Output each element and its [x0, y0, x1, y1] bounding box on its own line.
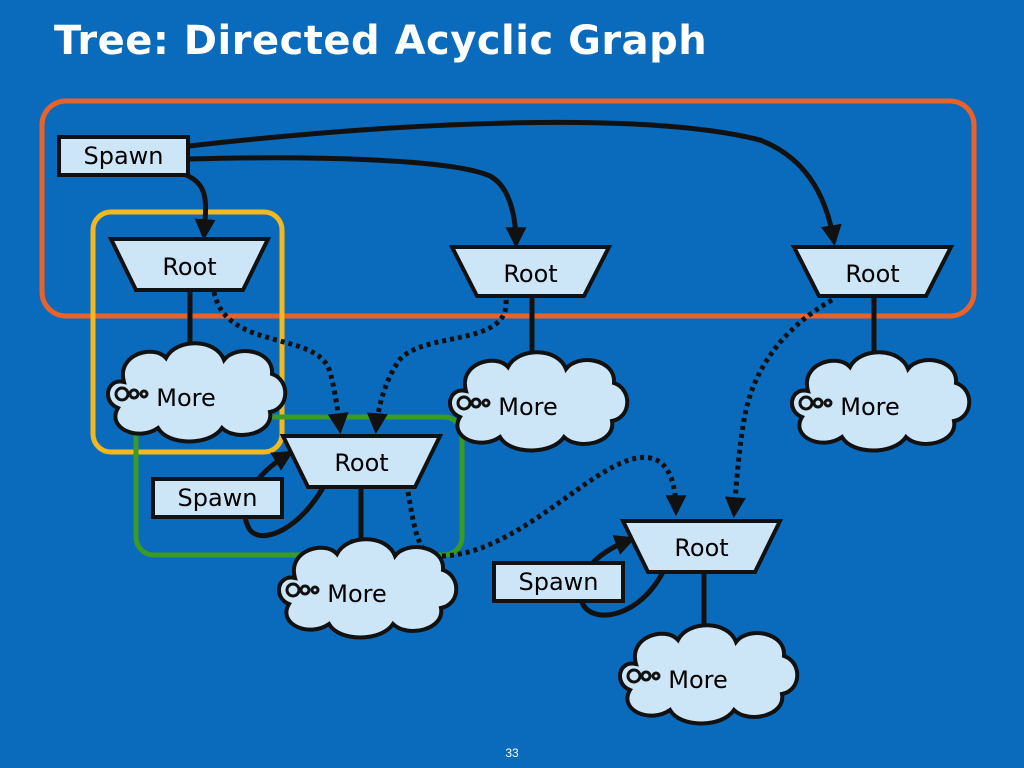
edge-spawn-root2: [188, 155, 527, 249]
root-node-2-label: Root: [503, 260, 557, 288]
spawn-center-label: Spawn: [177, 484, 257, 512]
root-node-1: Root: [107, 237, 272, 292]
more-cloud-center: More: [276, 537, 459, 640]
group-outline-yellow: [90, 209, 285, 455]
root-node-3-label: Root: [845, 260, 899, 288]
page-number: 33: [505, 746, 519, 760]
root-node-3: Root: [790, 245, 955, 298]
root-node-center: Root: [279, 434, 444, 489]
ellipsis-icon-right: [626, 668, 661, 684]
more-cloud-3: More: [789, 350, 972, 453]
more-cloud-right-label: More: [668, 666, 728, 694]
root-node-1-label: Root: [162, 253, 216, 281]
edge-spawn-root3: [188, 119, 842, 247]
more-cloud-2: More: [447, 350, 630, 453]
root-node-right-label: Root: [674, 534, 728, 562]
more-cloud-center-label: More: [327, 580, 387, 608]
spawn-center: Spawn: [151, 477, 284, 519]
edge-spawn-root1: [184, 172, 216, 241]
more-cloud-1-label: More: [156, 384, 216, 412]
root-node-right: Root: [619, 519, 784, 574]
root-node-center-label: Root: [334, 449, 388, 477]
spawn-top-label: Spawn: [83, 142, 163, 170]
group-outline-orange: [39, 98, 977, 319]
root-node-2: Root: [448, 245, 613, 298]
edge-dotted-root1-center: [211, 291, 349, 435]
ellipsis-icon-2: [456, 395, 491, 411]
spawn-right: Spawn: [492, 561, 625, 603]
edge-dotted-root2-center: [366, 299, 509, 435]
more-cloud-1: More: [105, 341, 288, 444]
slide-title: Tree: Directed Acyclic Graph: [54, 18, 708, 64]
ellipsis-icon-3: [798, 395, 833, 411]
more-cloud-2-label: More: [498, 393, 558, 421]
edge-dotted-root3-rootr: [724, 297, 834, 519]
spawn-right-label: Spawn: [518, 568, 598, 596]
more-cloud-3-label: More: [840, 393, 900, 421]
ellipsis-icon-center: [285, 582, 320, 598]
ellipsis-icon-1: [114, 386, 149, 402]
more-cloud-right: More: [617, 623, 800, 726]
spawn-top: Spawn: [57, 135, 190, 177]
